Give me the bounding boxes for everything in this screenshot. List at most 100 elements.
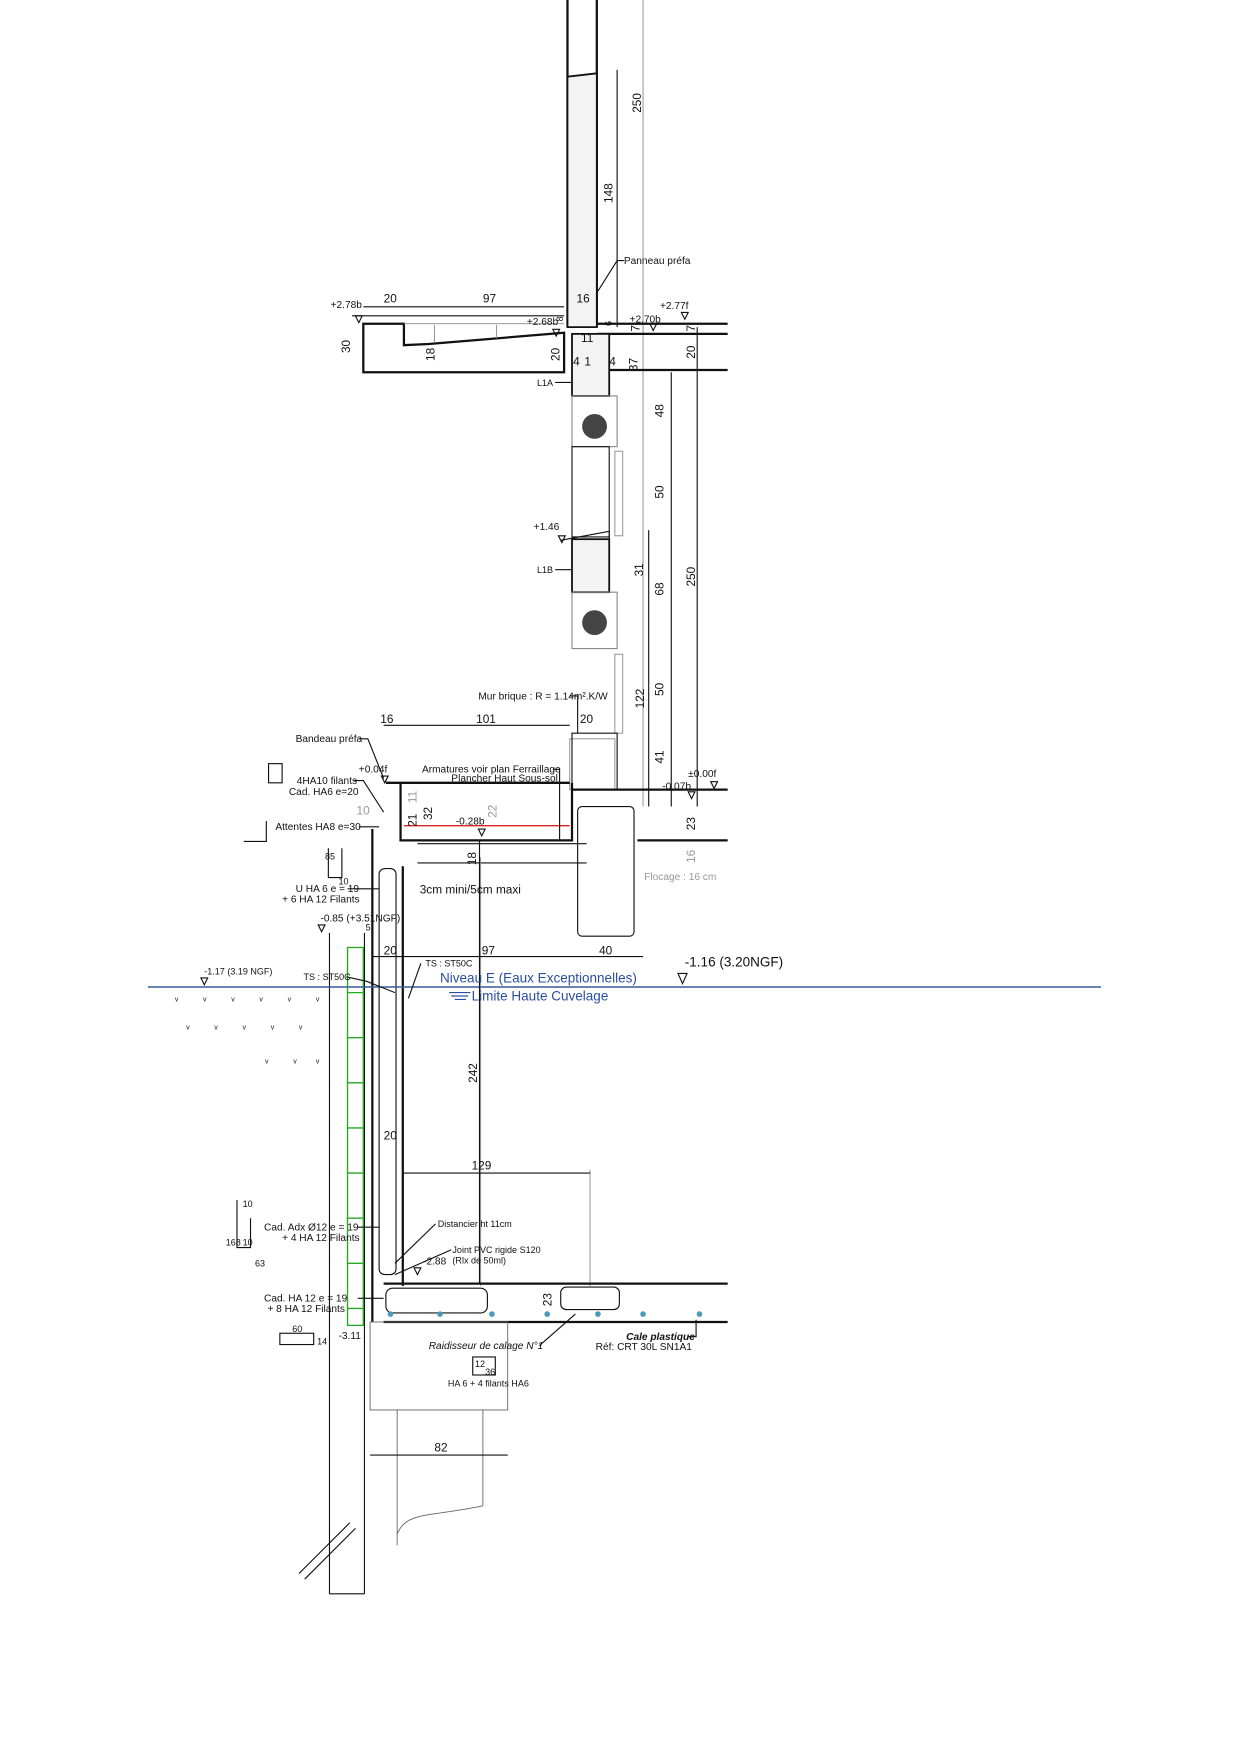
dim: 23: [684, 817, 698, 831]
dim: 101: [476, 712, 496, 726]
svg-text:ᵛ: ᵛ: [264, 1058, 269, 1069]
level-marker: +0.04f: [359, 765, 388, 776]
level-marker: -2.88: [423, 1256, 446, 1267]
svg-text:ᵛ: ᵛ: [270, 1024, 275, 1035]
label-cad-ha6: Cad. HA6 e=20: [289, 787, 359, 798]
bar-dim: 168: [226, 1237, 241, 1247]
annotations: Panneau préfa Mur brique : R = 1.14m².K/…: [264, 256, 716, 1388]
bottom-raft-slab: [369, 1282, 728, 1546]
dim: 18: [465, 852, 479, 866]
dim: 250: [630, 93, 644, 113]
dim: 21: [405, 814, 419, 827]
dimension-lines: [363, 306, 672, 1456]
svg-text:ᵛ: ᵛ: [185, 1024, 190, 1035]
level-marker: ±0.00f: [688, 769, 716, 780]
label-attentes: Attentes HA8 e=30: [275, 822, 361, 833]
window-wall-column: [560, 332, 624, 791]
basement-wall: [371, 829, 591, 1322]
leader-lines: [346, 259, 697, 1347]
level-marker: -3.11: [339, 1331, 362, 1342]
svg-text:ᵛ: ᵛ: [315, 996, 320, 1007]
svg-text:ᵛ: ᵛ: [213, 1024, 218, 1035]
dim: 50: [652, 485, 666, 499]
dim: 18: [423, 347, 437, 361]
bar-dim: 63: [255, 1259, 265, 1269]
dim: 10: [357, 803, 371, 817]
dim: 30: [339, 339, 353, 353]
dim: 97: [483, 291, 496, 305]
label-flocage: Flocage : 16 cm: [644, 872, 716, 883]
dim: 20: [580, 712, 594, 726]
label-distancier: Distancier ht 11cm: [438, 1219, 512, 1229]
label-bandeau: Bandeau préfa: [296, 734, 363, 745]
dim: 20: [384, 291, 398, 305]
bar-dim: 60: [292, 1324, 302, 1334]
label-cale-plastique: Cale plastique: [626, 1332, 695, 1343]
roller-shutter-icon: [582, 610, 607, 636]
dim: 11: [405, 791, 419, 803]
svg-text:ᵛ: ᵛ: [230, 996, 235, 1007]
label-niveau-e: Niveau E (Eaux Exceptionnelles): [440, 970, 637, 985]
dim: 20: [549, 347, 563, 361]
dim: 1: [584, 354, 591, 368]
label-cad-adx: Cad. Adx Ø12 e = 19: [264, 1223, 359, 1234]
water-level-labels: Niveau E (Eaux Exceptionnelles) Limite H…: [440, 970, 637, 1003]
label-cad-adx-2: + 4 HA 12 Filants: [282, 1233, 360, 1244]
level-marker: +2.68b: [527, 317, 559, 328]
svg-text:ᵛ: ᵛ: [202, 996, 207, 1007]
ground-floor-slab: [385, 732, 728, 937]
dim: 242: [466, 1063, 480, 1083]
dim: 7: [629, 325, 643, 332]
dim: 16: [684, 849, 698, 863]
label-l1b: L1B: [537, 565, 553, 575]
label-u-ha6-2: + 6 HA 12 Filants: [282, 894, 360, 905]
dim: 250: [684, 566, 698, 586]
level-markers: +2.78b +2.68b +2.70b +2.77f +1.46 +0.04f…: [199, 300, 783, 1342]
label-l1a: L1A: [537, 378, 553, 388]
dim: 5: [366, 923, 371, 933]
label-armatures-2: Plancher Haut Sous-sol: [451, 774, 558, 785]
dim: 6: [603, 321, 613, 326]
level-triangle-icons: [199, 311, 719, 1276]
svg-text:ᵛ: ᵛ: [315, 1058, 320, 1069]
dim: 20: [684, 345, 698, 359]
dim: 148: [602, 183, 616, 203]
dim: 23: [541, 1293, 555, 1307]
label-panneau-prefa: Panneau préfa: [624, 256, 691, 267]
dim: 82: [434, 1441, 447, 1455]
level-marker: +2.70b: [630, 315, 662, 326]
dim: 20: [384, 1128, 398, 1142]
level-marker: -0.85 (+3.51NGF): [320, 914, 400, 925]
bar-dim: 14: [317, 1337, 327, 1347]
dim: 32: [421, 807, 435, 820]
svg-text:ᵛ: ᵛ: [259, 996, 264, 1007]
bar-dim: 36: [485, 1367, 495, 1377]
label-cad-ha12: Cad. HA 12 e = 19: [264, 1294, 348, 1305]
dim: 4: [609, 354, 616, 368]
label-ts-st50c: TS : ST50C: [425, 959, 473, 969]
dim: 40: [599, 943, 613, 957]
dim: 22: [485, 805, 499, 818]
level-marker: +1.46: [534, 522, 560, 533]
label-ref: Réf: CRT 30L SN1A1: [596, 1342, 693, 1353]
upper-balcony-slab: [352, 315, 728, 374]
label-limite-cuvelage: Limite Haute Cuvelage: [472, 989, 609, 1004]
label-u-ha6: U HA 6 e = 19: [296, 884, 360, 895]
level-marker: -1.17 (3.19 NGF): [204, 967, 272, 977]
precast-panel: [566, 0, 698, 807]
svg-text:ᵛ: ᵛ: [287, 996, 292, 1007]
dim: 16: [380, 712, 394, 726]
label-cad-ha12-2: + 8 HA 12 Filants: [267, 1304, 345, 1315]
label-mur-brique: Mur brique : R = 1.14m².K/W: [478, 691, 608, 702]
water-symbol-icon: [449, 992, 471, 1000]
level-marker: -0.07b: [662, 782, 691, 793]
dim: 68: [652, 582, 666, 596]
dim: 50: [652, 682, 666, 696]
label-armatures: Armatures voir plan Ferraillage: [422, 765, 561, 776]
dim: 122: [633, 689, 647, 709]
dim: 48: [652, 404, 666, 418]
label-ha10: 4HA10 filants: [297, 776, 357, 787]
bar-dim: 10: [243, 1237, 253, 1247]
